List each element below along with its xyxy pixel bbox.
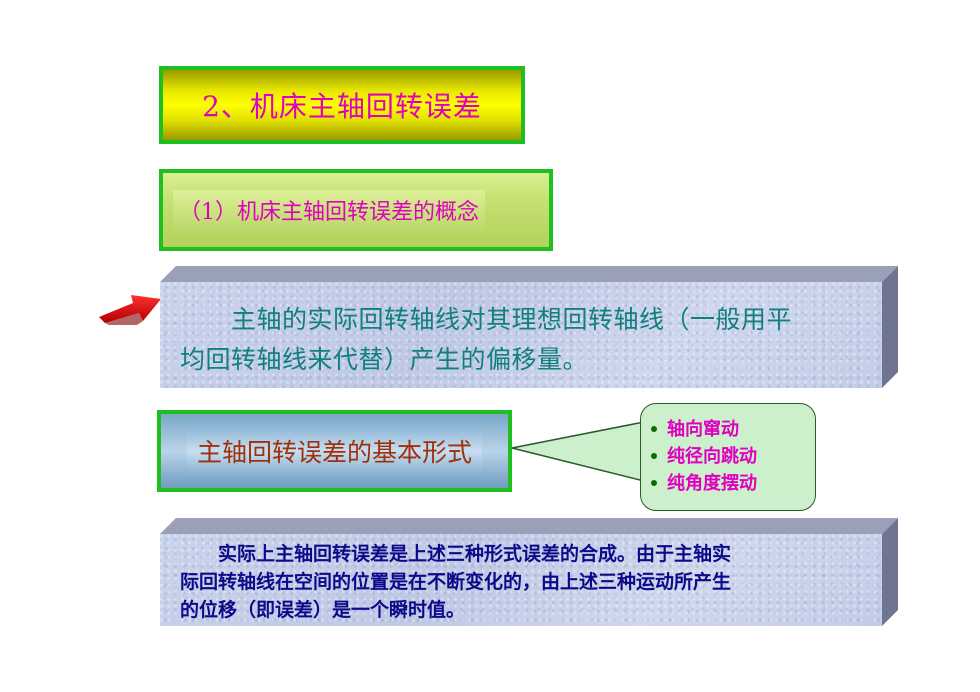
bullet-dot-icon [651,453,657,459]
callout-pointer [511,421,649,483]
summary-line-2: 际回转轴线在空间的位置是在不断变化的，由上述三种运动所产生 [180,571,732,593]
forms-label: 主轴回转误差的基本形式 [186,427,482,475]
panel-bevel [160,518,898,626]
slide-title: 2、机床主轴回转误差 [202,90,482,123]
panel-face: 主轴的实际回转轴线对其理想回转轴线（一般用平 均回转轴线来代替）产生的偏移量。 [160,282,882,388]
red-arrow-icon [99,295,161,325]
bullet-dot-icon [651,426,657,432]
list-item: 纯角度摆动 [651,470,815,497]
list-item: 纯径向跳动 [651,443,815,470]
panel-bevel [160,266,898,388]
list-item-label: 轴向窜动 [667,419,739,440]
title-box: 2、机床主轴回转误差 [159,66,525,144]
section-subtitle: （1）机床主轴回转误差的概念 [173,190,485,230]
summary-line-3: 的位移（即误差）是一个瞬时值。 [180,599,466,621]
forms-box: 主轴回转误差的基本形式 [157,410,512,492]
definition-text: 主轴的实际回转轴线对其理想回转轴线（一般用平 均回转轴线来代替）产生的偏移量。 [180,300,870,380]
list-item-label: 纯径向跳动 [667,446,757,467]
definition-line-2: 均回转轴线来代替）产生的偏移量。 [180,345,589,374]
panel-face: 实际上主轴回转误差是上述三种形式误差的合成。由于主轴实 际回转轴线在空间的位置是… [160,534,882,626]
forms-callout: 轴向窜动 纯径向跳动 纯角度摆动 [640,403,816,511]
subtitle-box: （1）机床主轴回转误差的概念 [159,169,553,251]
bullet-dot-icon [651,480,657,486]
summary-line-1: 实际上主轴回转误差是上述三种形式误差的合成。由于主轴实 [180,543,732,565]
definition-panel: 主轴的实际回转轴线对其理想回转轴线（一般用平 均回转轴线来代替）产生的偏移量。 [160,266,898,390]
definition-line-1: 主轴的实际回转轴线对其理想回转轴线（一般用平 [180,305,793,334]
list-item-label: 纯角度摆动 [667,473,757,494]
summary-text: 实际上主轴回转误差是上述三种形式误差的合成。由于主轴实 际回转轴线在空间的位置是… [180,540,870,624]
list-item: 轴向窜动 [651,416,815,443]
summary-panel: 实际上主轴回转误差是上述三种形式误差的合成。由于主轴实 际回转轴线在空间的位置是… [160,518,898,628]
